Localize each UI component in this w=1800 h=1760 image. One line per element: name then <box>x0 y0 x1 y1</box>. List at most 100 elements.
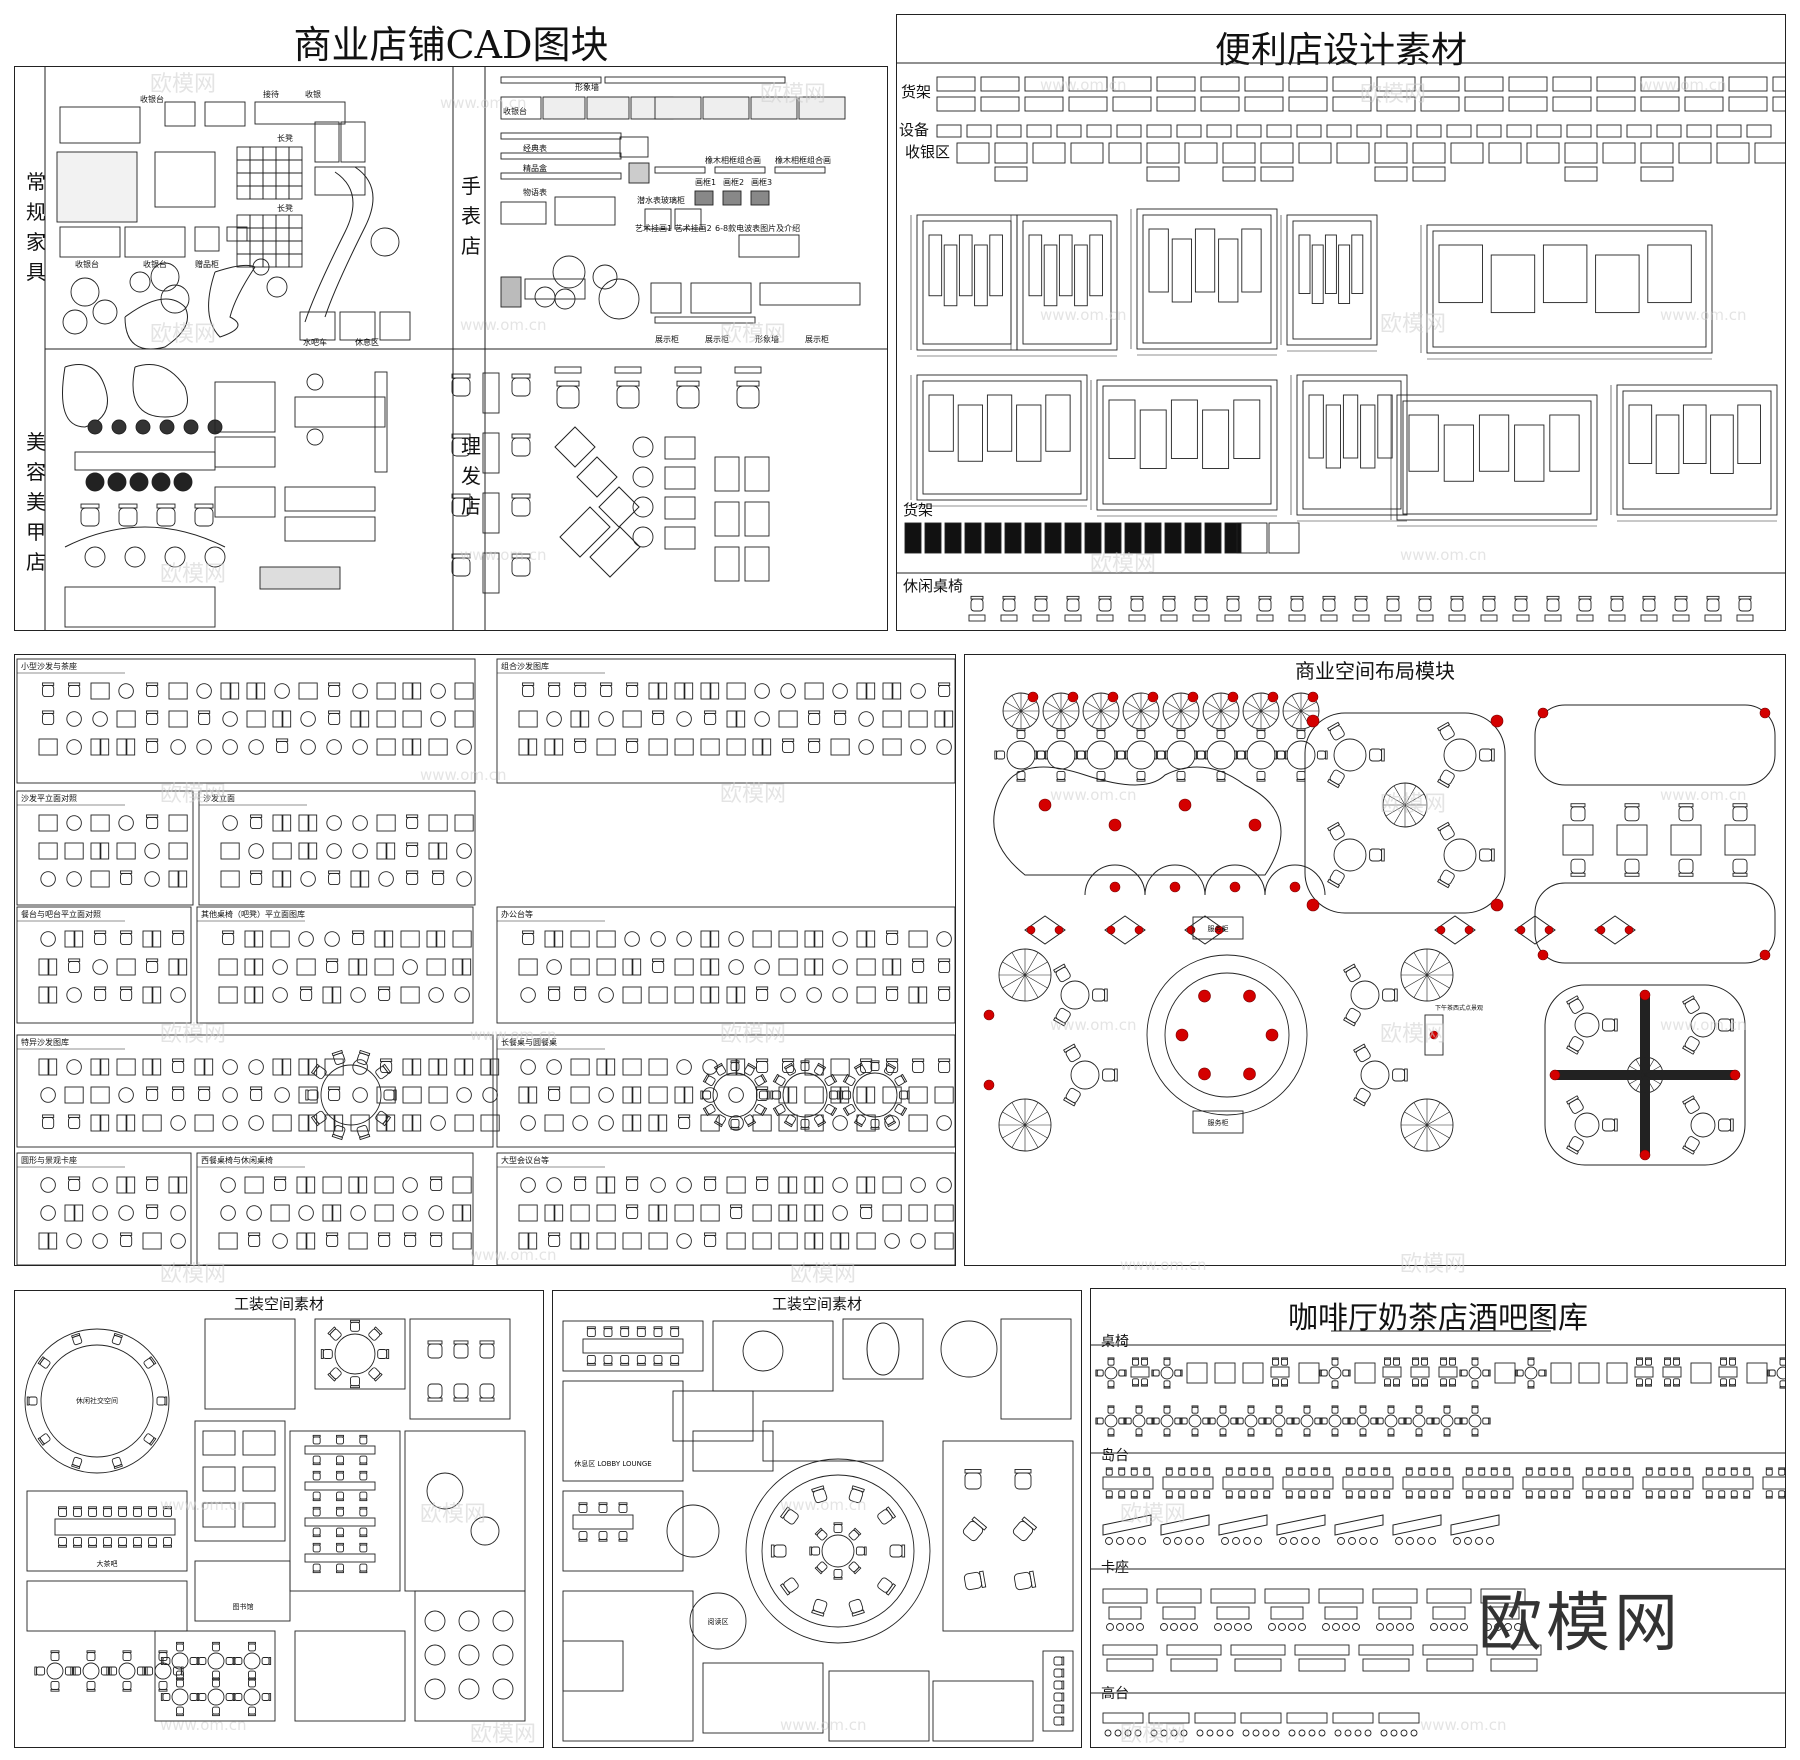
chair-icon <box>1190 1467 1198 1476</box>
stool <box>1464 1537 1472 1545</box>
store-floor-plan <box>1616 384 1778 516</box>
label-shelf-2: 货架 <box>903 501 934 519</box>
chair-icon <box>548 986 561 1002</box>
chair-back <box>814 1527 823 1536</box>
chair-seat <box>1216 730 1226 740</box>
chair-icon <box>73 1506 82 1518</box>
rect-table <box>1582 1476 1634 1490</box>
furniture-block <box>528 1086 538 1104</box>
furniture-block <box>38 738 58 756</box>
chair-icon <box>1450 595 1464 612</box>
chair-seat <box>511 497 531 517</box>
chair-icon <box>1219 1428 1227 1437</box>
equipment-block <box>1746 124 1772 138</box>
chair-back <box>120 870 133 874</box>
shelf-block <box>1064 522 1082 554</box>
furniture-block <box>606 1058 616 1076</box>
chair-back <box>1132 1357 1139 1360</box>
chair-back <box>652 710 665 714</box>
chair-seat <box>225 1657 234 1665</box>
chair-seat <box>406 844 419 858</box>
furniture-block <box>400 930 420 948</box>
chair-seat <box>1053 1656 1063 1666</box>
plant-branch <box>1285 710 1302 721</box>
rect-table <box>1438 1366 1458 1378</box>
stool <box>1395 1537 1403 1545</box>
block <box>214 486 276 518</box>
label-gift-box: 精品盒 <box>523 163 547 173</box>
furniture-block <box>856 958 876 976</box>
chair-back <box>378 986 391 990</box>
chair-back <box>1104 988 1108 1002</box>
high-table <box>1286 1712 1328 1724</box>
chair-seat <box>1176 730 1186 740</box>
store-floor-plan <box>1286 214 1378 346</box>
chair-icon <box>1386 595 1400 612</box>
chair-back <box>1250 1496 1258 1499</box>
chair-back <box>172 930 185 934</box>
chair-icon <box>172 930 185 946</box>
chair-back <box>885 1506 897 1519</box>
chair-icon <box>963 1570 987 1591</box>
chair-back <box>1274 750 1278 760</box>
rect-table <box>1670 824 1702 856</box>
label-frame: 画框1 <box>695 177 716 187</box>
chair-seat <box>1623 1490 1631 1498</box>
chair-seat <box>1002 598 1016 612</box>
chair-back <box>1114 1068 1118 1082</box>
chair-back <box>26 1396 30 1406</box>
chair-back <box>782 738 795 742</box>
booth-table <box>1432 1606 1466 1620</box>
chair-icon <box>356 1125 371 1141</box>
block <box>524 278 586 300</box>
club-room <box>414 1590 526 1722</box>
chair-back <box>1135 1434 1143 1437</box>
chair-back <box>779 1506 791 1519</box>
block <box>750 190 770 206</box>
shelf-elevation <box>1112 76 1152 92</box>
chair-seat <box>1065 1047 1081 1063</box>
chair-icon <box>1358 1467 1366 1476</box>
chair-seat <box>359 1527 368 1536</box>
red-marker-icon <box>1107 691 1119 703</box>
round-block <box>66 1059 82 1075</box>
chair-icon <box>68 1176 81 1192</box>
chair-back <box>747 1120 757 1128</box>
stool <box>1332 1623 1340 1631</box>
red-marker-icon <box>1214 925 1224 935</box>
furniture-block <box>178 958 188 976</box>
chair-icon <box>1226 595 1240 612</box>
furniture-block <box>814 1232 824 1250</box>
round-block <box>428 987 444 1003</box>
round-block <box>534 286 556 308</box>
chair-back <box>1263 1417 1266 1425</box>
row-label-booth: 卡座 <box>1101 1560 1129 1576</box>
chair-back <box>1614 1018 1618 1032</box>
furniture-block <box>90 870 110 888</box>
chair-back <box>312 1470 321 1474</box>
chair-back <box>885 1583 897 1596</box>
chair-icon <box>359 1542 368 1553</box>
chair-seat <box>312 1544 321 1553</box>
chair-icon <box>212 1641 220 1652</box>
chair-back <box>870 1126 880 1130</box>
shelf-row <box>1478 414 1510 472</box>
round-block <box>458 1644 480 1666</box>
chair-back <box>1141 1384 1148 1387</box>
chair-seat <box>808 712 821 726</box>
row-label-high-table: 高台 <box>1101 1686 1129 1702</box>
chair-back <box>809 1546 813 1556</box>
chair-icon <box>626 682 639 698</box>
chair-seat <box>1729 1358 1736 1366</box>
chair-icon <box>1525 1490 1533 1499</box>
chair-back <box>1275 1405 1283 1408</box>
round-block <box>676 1233 692 1249</box>
chair-seat <box>86 1652 96 1662</box>
chair-back <box>1298 1467 1306 1470</box>
round-block <box>598 711 614 727</box>
chair-seat <box>453 1343 469 1359</box>
round-table <box>782 1072 828 1118</box>
chair-seat <box>548 684 561 698</box>
round-block <box>129 472 149 492</box>
chair-seat <box>730 1118 740 1128</box>
